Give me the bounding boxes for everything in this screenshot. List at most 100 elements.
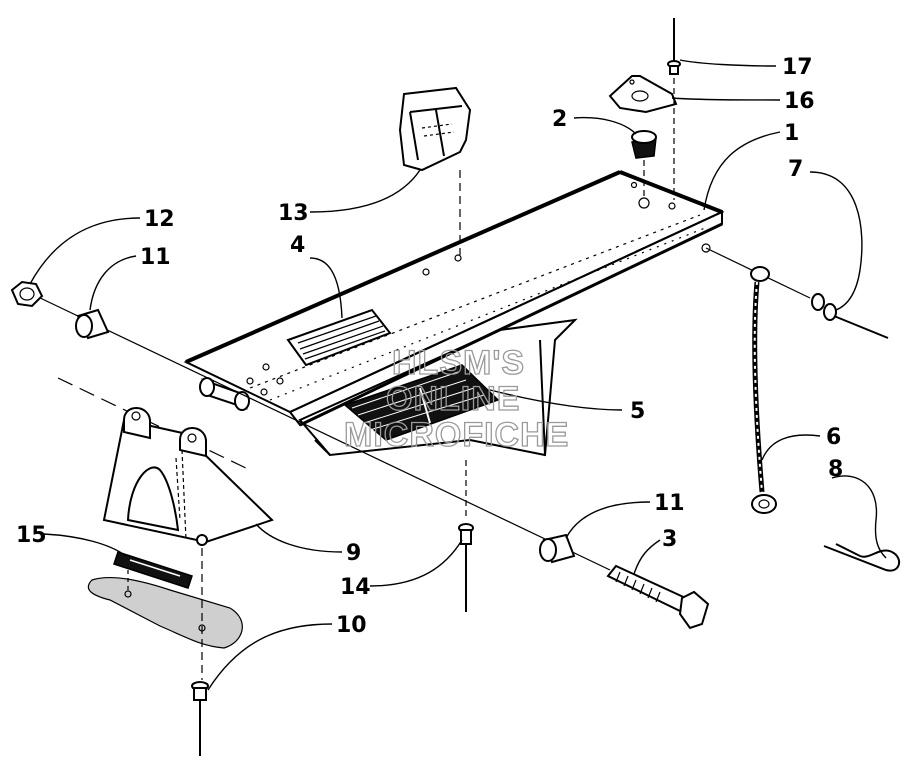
watermark-line-2: ONLINE bbox=[386, 380, 520, 418]
decal-4-outline bbox=[286, 308, 392, 367]
plate-hole bbox=[668, 202, 676, 210]
callout-14: 14 bbox=[340, 575, 371, 600]
callout-5: 5 bbox=[630, 399, 645, 424]
pin-head bbox=[811, 293, 825, 311]
decal-4-text-lines bbox=[297, 315, 386, 360]
leader-12 bbox=[29, 217, 141, 285]
callout-12: 12 bbox=[144, 207, 175, 232]
rivet-body bbox=[669, 65, 679, 75]
lanyard-eye-hole bbox=[758, 499, 770, 509]
rivet-14 bbox=[458, 460, 474, 612]
nut-hole bbox=[19, 287, 35, 301]
lanyard-twist bbox=[753, 281, 763, 493]
pin-collar bbox=[823, 303, 837, 321]
clip-folds bbox=[409, 105, 463, 161]
rivet-17 bbox=[667, 18, 681, 75]
lanyard-bottom-eye bbox=[751, 494, 777, 514]
leader-15 bbox=[43, 533, 127, 557]
pin-shaft bbox=[833, 315, 889, 339]
rivet-body bbox=[193, 687, 207, 701]
plate-hole bbox=[630, 181, 638, 189]
callout-4: 4 bbox=[290, 233, 305, 258]
rivet-10 bbox=[191, 681, 209, 756]
grommet-top bbox=[631, 130, 657, 144]
bushing-11-right bbox=[539, 533, 576, 564]
leader-2 bbox=[573, 116, 637, 135]
hitch-centerline bbox=[57, 377, 251, 471]
leader-11a bbox=[89, 255, 137, 311]
floor-section bbox=[87, 577, 243, 649]
callout-11-left: 11 bbox=[140, 245, 171, 270]
bushing-face bbox=[539, 538, 557, 562]
tube-end bbox=[199, 377, 215, 397]
leader-17 bbox=[679, 59, 777, 67]
seam-1 bbox=[249, 214, 701, 389]
grommet-2 bbox=[631, 130, 657, 159]
callout-8: 8 bbox=[828, 457, 843, 482]
bracket-hole bbox=[631, 90, 649, 102]
hairpin-clip-8 bbox=[823, 543, 901, 572]
plate-back-edge bbox=[185, 170, 621, 364]
leader-13 bbox=[309, 169, 421, 213]
ear-hole bbox=[131, 411, 141, 421]
watermark: HLSM'S ONLINE MICROFICHE bbox=[343, 343, 569, 454]
decal-5-divider bbox=[419, 387, 431, 424]
bracket-plate bbox=[608, 75, 678, 114]
leader-9 bbox=[255, 523, 343, 553]
callout-3: 3 bbox=[662, 527, 677, 552]
callout-2: 2 bbox=[552, 107, 567, 132]
hitch-bracket-9 bbox=[102, 407, 274, 546]
decal-5-outline bbox=[343, 364, 500, 441]
lock-nut-12 bbox=[10, 280, 44, 308]
bracket-stitch bbox=[175, 449, 187, 541]
clip-stitch bbox=[421, 123, 455, 137]
callout-labels: 1 2 3 4 5 6 7 8 9 10 11 11 12 13 14 15 1… bbox=[16, 55, 843, 638]
plate-hole bbox=[246, 377, 254, 385]
callout-13: 13 bbox=[278, 201, 309, 226]
leader-8 bbox=[831, 475, 887, 559]
callout-9: 9 bbox=[346, 541, 361, 566]
callout-11-right: 11 bbox=[654, 491, 685, 516]
bolt-head bbox=[678, 590, 710, 630]
bushing-face bbox=[75, 314, 93, 338]
bushing-11-left bbox=[75, 308, 110, 340]
leader-10 bbox=[207, 623, 333, 691]
seam-2 bbox=[269, 227, 706, 401]
leader-1 bbox=[703, 131, 781, 211]
leader-14 bbox=[369, 539, 463, 587]
watermark-line-3: MICROFICHE bbox=[344, 416, 569, 454]
bolt-threads bbox=[615, 571, 661, 603]
callout-6: 6 bbox=[826, 425, 841, 450]
leader-16 bbox=[671, 97, 781, 101]
pivot-tube bbox=[199, 377, 250, 411]
leader-7 bbox=[809, 171, 863, 311]
leader-6 bbox=[761, 434, 821, 461]
warning-decal-4 bbox=[286, 308, 392, 367]
bracket-16 bbox=[608, 75, 678, 114]
leader-11b bbox=[565, 501, 651, 539]
strap-slot bbox=[129, 559, 181, 577]
plate-hole bbox=[276, 377, 284, 385]
warning-decal-5 bbox=[343, 364, 500, 441]
plate-hole bbox=[260, 388, 268, 396]
bracket-ear-left bbox=[123, 407, 151, 440]
rivet-body bbox=[460, 529, 472, 545]
callout-15: 15 bbox=[16, 523, 47, 548]
leader-5 bbox=[489, 389, 623, 411]
callout-1: 1 bbox=[784, 121, 799, 146]
bracket-bottom-hole bbox=[196, 534, 208, 546]
floor-hole bbox=[124, 590, 132, 598]
hairpin-wire bbox=[823, 543, 901, 572]
gusset-edges bbox=[314, 339, 546, 456]
leader-4 bbox=[309, 257, 343, 319]
floor-piece bbox=[87, 577, 243, 649]
lanyard-top-eye bbox=[750, 266, 770, 282]
nut-hex bbox=[10, 280, 44, 308]
flange-lower bbox=[299, 222, 723, 427]
plate-hole bbox=[262, 363, 270, 371]
callout-17: 17 bbox=[782, 55, 813, 80]
lanyard-6 bbox=[750, 266, 777, 514]
plate-hole bbox=[701, 243, 711, 253]
